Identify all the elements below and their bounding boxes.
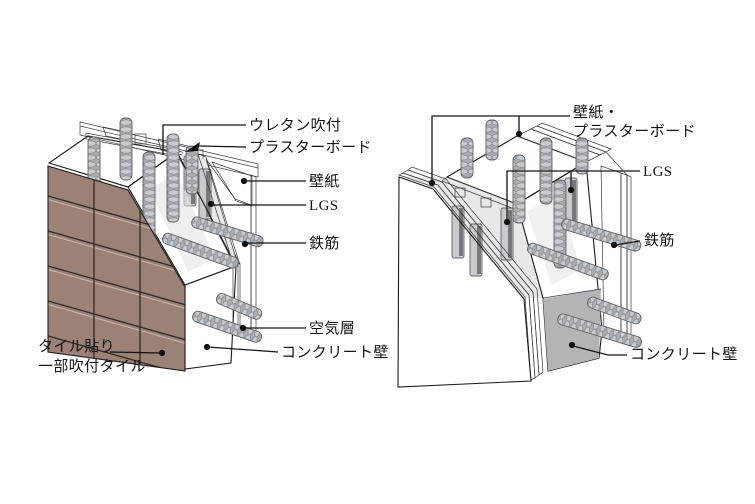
right-wall-diagram <box>397 115 643 388</box>
plasterboard-arrow <box>185 142 200 152</box>
label-air-layer: 空気層 <box>309 321 356 337</box>
label-wp-line2: プラスターボード <box>573 124 696 140</box>
label-urethane: ウレタン吹付 <box>249 118 342 134</box>
near-board-band2 <box>407 166 544 376</box>
wallpaper-face <box>397 176 532 388</box>
lgs-stud-near1 <box>451 205 465 259</box>
label-tile-line2: 一部吹付タイル <box>38 359 146 375</box>
horizontal-rebars <box>162 216 264 343</box>
wallpaper-face <box>211 161 253 207</box>
concrete-front-face <box>543 289 601 371</box>
label-concrete-left: コンクリート壁 <box>281 345 389 361</box>
label-wallpaper-plasterboard: 壁紙・ プラスターボード <box>573 104 696 142</box>
label-wallpaper: 壁紙 <box>309 174 340 190</box>
lgs-profile-top2 <box>480 197 492 208</box>
label-tile: タイル貼り 一部吹付タイル <box>38 337 146 377</box>
left-wall-diagram <box>47 117 306 372</box>
right-leader-lines <box>428 115 641 356</box>
label-rebar-left: 鉄筋 <box>309 236 340 252</box>
label-tile-line1: タイル貼り <box>38 339 116 355</box>
lgs-profile-top1 <box>454 187 466 198</box>
horizontal-rebars <box>527 218 643 348</box>
label-lgs-right: LGS <box>643 164 673 180</box>
label-wp-line1: 壁紙・ <box>573 105 620 121</box>
label-rebar-right: 鉄筋 <box>644 233 675 249</box>
label-concrete-right: コンクリート壁 <box>630 347 738 363</box>
lgs-stud-near2 <box>469 223 483 277</box>
label-plasterboard: プラスターボード <box>249 140 372 156</box>
tile-face <box>47 165 186 372</box>
label-lgs-left: LGS <box>309 198 339 214</box>
left-leader-lines <box>109 124 306 357</box>
